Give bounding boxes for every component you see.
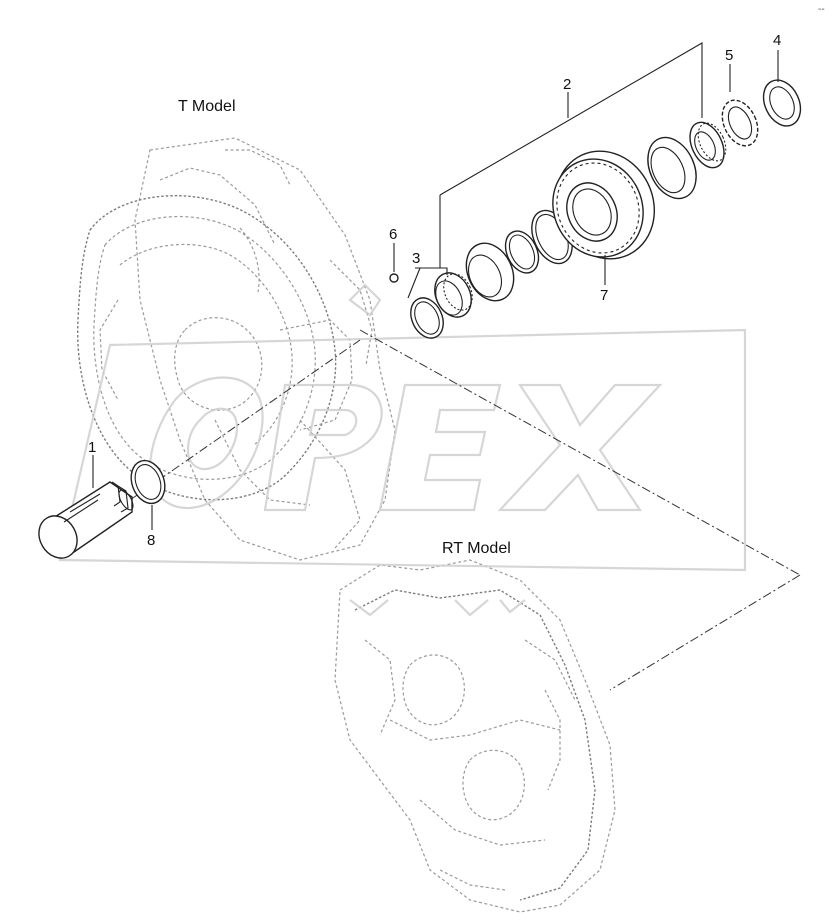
assembly-axis-lines — [129, 329, 801, 691]
rt-model-label: RT Model — [442, 540, 511, 557]
bearing-cup-right — [647, 136, 697, 200]
callout-3: 3 — [412, 250, 420, 267]
bearing-cup-left — [465, 242, 515, 302]
part-5-lock-washer — [721, 99, 759, 147]
callout-7: 7 — [600, 287, 608, 304]
callout-4: 4 — [773, 32, 781, 49]
opex-watermark-logo — [58, 283, 747, 617]
part-8-snap-ring — [130, 459, 166, 505]
part-2-bearing-cone — [689, 121, 727, 169]
part-4-nut — [762, 79, 802, 127]
rt-model-housing-outline — [334, 559, 616, 913]
callout-6: 6 — [389, 226, 397, 243]
callout-2: 2 — [563, 76, 571, 93]
leader-lines — [92, 42, 779, 530]
t-model-housing-outline — [77, 137, 396, 561]
callout-1: 1 — [88, 439, 96, 456]
callout-5: 5 — [725, 47, 733, 64]
part-1-shaft — [38, 481, 134, 559]
callout-8: 8 — [147, 532, 155, 549]
part-3-snap-ring-and-bearing — [410, 272, 473, 339]
corner-mark: -- — [818, 4, 825, 15]
t-model-label: T Model — [178, 98, 236, 115]
part-6-ball — [389, 273, 399, 283]
part-7-gear — [552, 150, 656, 260]
